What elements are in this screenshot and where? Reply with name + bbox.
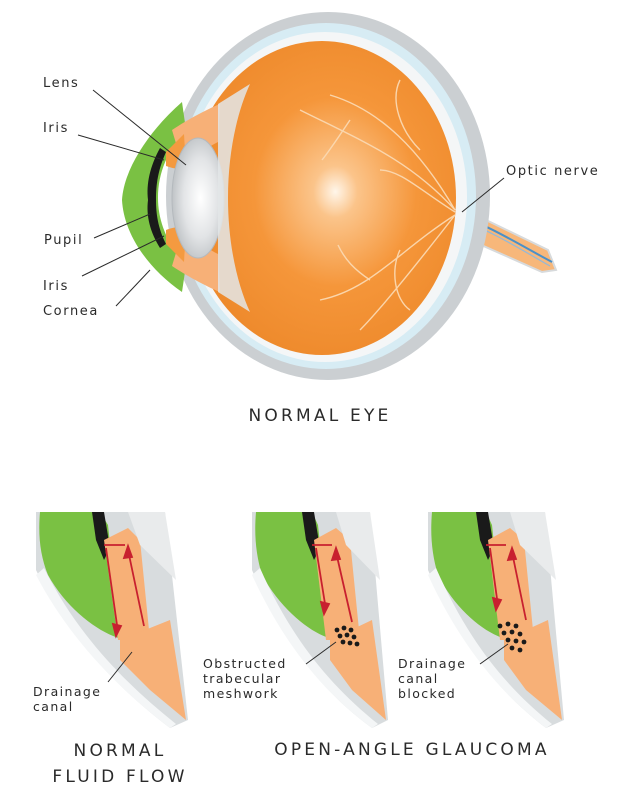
label-obstructed-line2: trabecular — [203, 671, 287, 686]
label-blocked-line2: canal — [398, 671, 466, 686]
eyeball — [188, 41, 456, 355]
label-drainage-blocked: Drainage canal blocked — [398, 656, 466, 701]
label-cornea: Cornea — [43, 304, 99, 320]
label-obstructed-line1: Obstructed — [203, 656, 287, 671]
label-drainage-canal: Drainage canal — [33, 684, 101, 714]
label-optic-nerve: Optic nerve — [506, 164, 599, 180]
label-blocked-line1: Drainage — [398, 656, 466, 671]
label-blocked-line3: blocked — [398, 686, 466, 701]
caption-normal-line2: FLUID FLOW — [20, 764, 220, 790]
lens — [172, 138, 224, 258]
label-canal-line2: canal — [33, 699, 101, 714]
label-obstructed-line3: meshwork — [203, 686, 287, 701]
label-lens: Lens — [43, 76, 79, 92]
label-obstructed-meshwork: Obstructed trabecular meshwork — [203, 656, 287, 701]
caption-normal-eye: NORMAL EYE — [220, 406, 420, 426]
main-eye — [78, 12, 556, 380]
caption-normal-line1: NORMAL — [20, 738, 220, 764]
label-iris-top: Iris — [43, 121, 69, 137]
label-drainage-line1: Drainage — [33, 684, 101, 699]
caption-open-angle-glaucoma: OPEN-ANGLE GLAUCOMA — [232, 740, 592, 760]
label-pupil: Pupil — [44, 233, 83, 249]
caption-normal-fluid-flow: NORMAL FLUID FLOW — [20, 738, 220, 790]
label-iris-bottom: Iris — [43, 279, 69, 295]
